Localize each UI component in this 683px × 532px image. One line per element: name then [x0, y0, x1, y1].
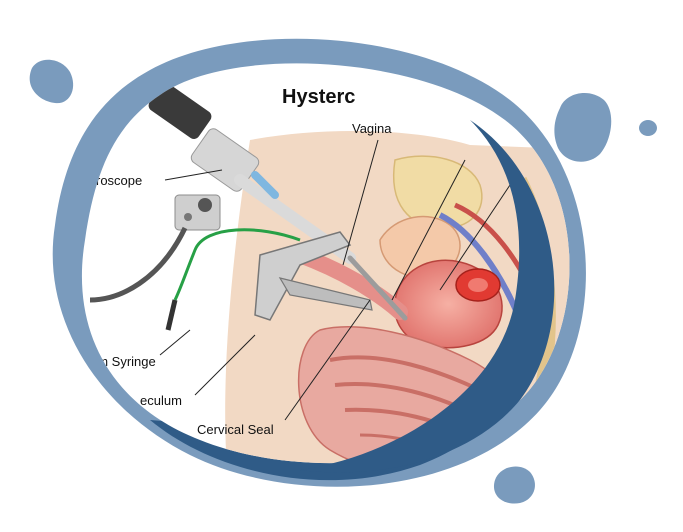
- label-speculum: eculum: [140, 393, 182, 408]
- diagram-title: Hysterc: [282, 86, 355, 108]
- label-syringe: um Syringe: [90, 354, 156, 369]
- vessel-blue: [438, 212, 523, 322]
- label-scope: roscope: [96, 173, 142, 188]
- blob-frame-overlay: [300, 120, 555, 473]
- label-vagina: Vagina: [352, 121, 392, 136]
- decorative-blob-bottom-right: [493, 466, 535, 504]
- decorative-dot-right: [639, 120, 657, 136]
- label-cervical-seal: Cervical Seal: [197, 422, 274, 437]
- syringe-tube: [173, 228, 301, 301]
- decorative-blob-top-right: [554, 93, 612, 162]
- speculum: [254, 231, 352, 321]
- decorative-blob-top-left: [29, 59, 74, 104]
- scope-cable: [89, 226, 188, 303]
